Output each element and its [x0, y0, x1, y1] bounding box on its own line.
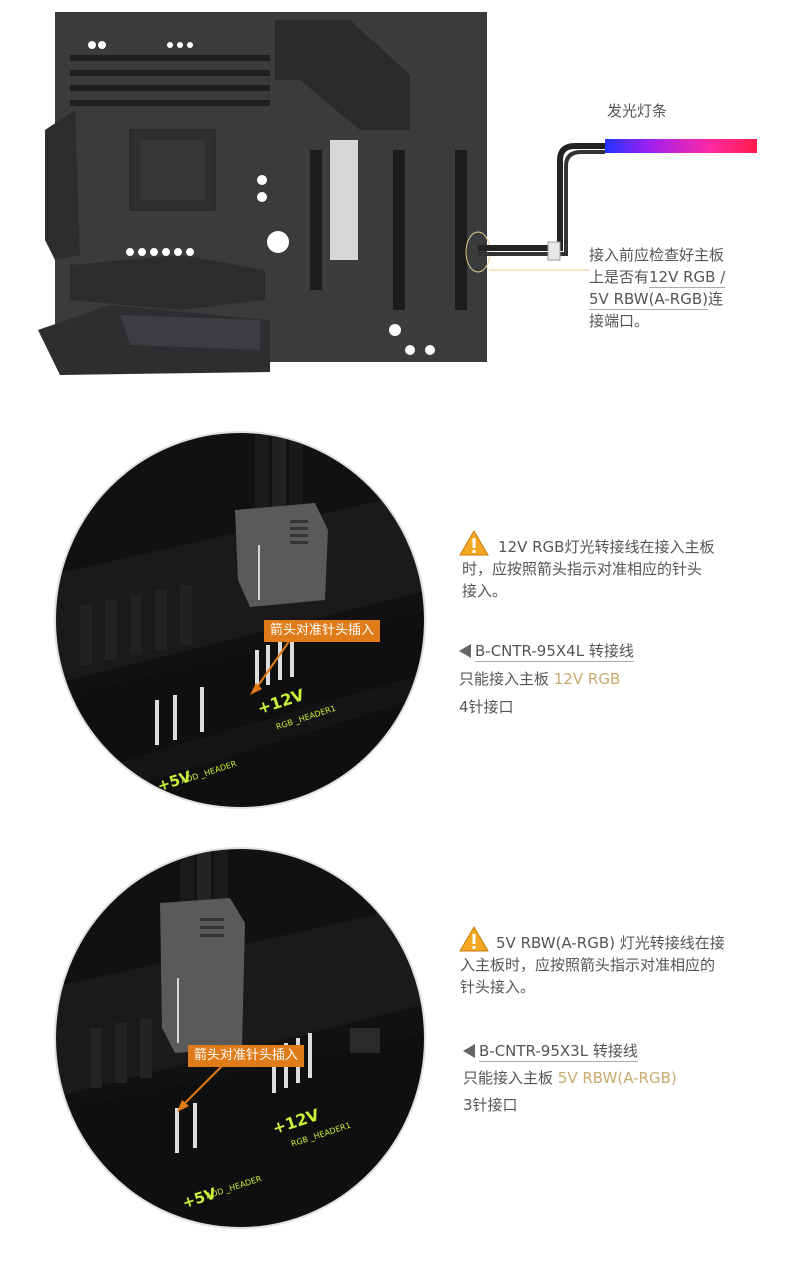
only-prefix: 只能接入主板	[459, 670, 554, 688]
warning-line3: 接入。	[462, 582, 508, 600]
only-connect-12v: 只能接入主板 12V RGB	[459, 668, 620, 690]
only-highlight: 12V RGB	[553, 670, 621, 688]
only-highlight: 5V RBW(A-RGB)	[557, 1069, 677, 1087]
pin-count-5v: 3针接口	[463, 1096, 518, 1114]
only-prefix: 只能接入主板	[463, 1069, 558, 1087]
led-strip-label: 发光灯条	[607, 102, 668, 120]
check-note: 接入前应检查好主板 上是否有12V RGB / 5V RBW(A-RGB)连 接…	[589, 244, 726, 332]
triangle-left-icon	[459, 644, 471, 658]
closeup-5v-illustration	[54, 847, 426, 1229]
warning-line2: 入主板时，应按照箭头指示对准相应的	[460, 956, 716, 974]
model-label-5v: B-CNTR-95X3L 转接线	[463, 1040, 638, 1062]
check-note-line3: 5V RBW(A-RGB)连	[589, 288, 725, 310]
check-note-line2: 上是否有12V RGB /	[589, 266, 726, 288]
pin-count-12v: 4针接口	[459, 698, 514, 716]
callout-label-5v: 箭头对准针头插入	[188, 1045, 305, 1067]
warning-line3: 针头接入。	[460, 978, 536, 996]
model-label-text: B-CNTR-95X3L 转接线	[479, 1042, 638, 1062]
note-line2-prefix: 上是否有	[589, 268, 650, 286]
triangle-left-icon	[463, 1044, 475, 1058]
motherboard-illustration	[38, 12, 757, 375]
closeup-12v-illustration	[54, 431, 426, 809]
warning-line1: 5V RBW(A-RGB) 灯光转接线在接	[496, 934, 725, 952]
note-line2-highlight: 12V RGB /	[649, 268, 726, 288]
warning-text-5v: 5V RBW(A-RGB) 灯光转接线在接 入主板时，应按照箭头指示对准相应的 …	[460, 932, 770, 998]
only-connect-5v: 只能接入主板 5V RBW(A-RGB)	[463, 1067, 677, 1089]
warning-icon	[459, 926, 489, 952]
note-line3-highlight: 5V RBW(A-RGB)	[589, 290, 708, 310]
model-label-12v: B-CNTR-95X4L 转接线	[459, 640, 634, 662]
warning-text-12v: 12V RGB灯光转接线在接入主板 时，应按照箭头指示对准相应的针头 接入。	[462, 536, 762, 602]
model-label-text: B-CNTR-95X4L 转接线	[475, 642, 634, 662]
warning-icon	[459, 530, 489, 556]
check-note-line4: 接端口。	[589, 312, 650, 330]
check-note-line1: 接入前应检查好主板	[589, 246, 725, 264]
callout-label-12v: 箭头对准针头插入	[264, 620, 381, 642]
warning-line1: 12V RGB灯光转接线在接入主板	[498, 538, 715, 556]
note-line3-suffix: 连	[707, 290, 723, 308]
warning-line2: 时，应按照箭头指示对准相应的针头	[462, 560, 703, 578]
